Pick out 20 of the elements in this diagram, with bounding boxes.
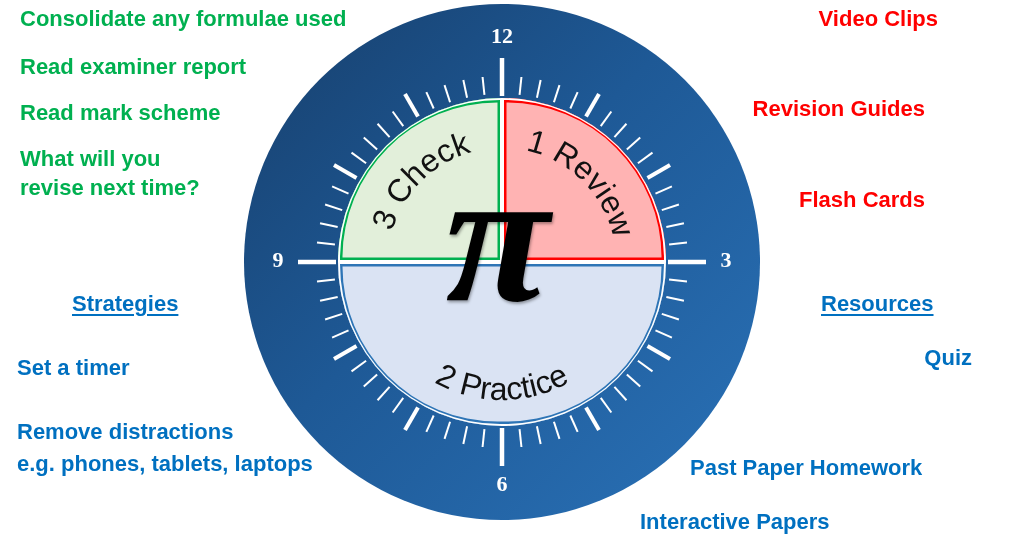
clock-number: 9 — [272, 249, 284, 271]
list-item: Past Paper Homework — [690, 453, 923, 481]
list-item: What will you revise next time? — [20, 144, 201, 202]
list-item: Read examiner report — [20, 52, 247, 80]
list-item: e.g. phones, tablets, laptops — [17, 449, 313, 477]
sector-label: 2 Practice — [430, 356, 574, 408]
list-heading: Strategies — [72, 289, 179, 317]
list-item: Remove distractions — [17, 417, 234, 445]
list-heading: Resources — [821, 289, 934, 317]
list-item: Interactive Papers — [640, 507, 830, 535]
list-item: Set a timer — [17, 353, 130, 381]
list-item: Quiz — [924, 343, 972, 371]
list-item: Video Clips — [818, 4, 938, 32]
clock-number: 12 — [491, 25, 513, 47]
list-item: Revision Guides — [752, 94, 925, 122]
list-item: Flash Cards — [799, 185, 925, 213]
clock-number: 6 — [496, 473, 508, 495]
list-item: Read mark scheme — [20, 98, 221, 126]
clock-number: 3 — [720, 249, 732, 271]
list-item: Consolidate any formulae used — [20, 5, 347, 32]
